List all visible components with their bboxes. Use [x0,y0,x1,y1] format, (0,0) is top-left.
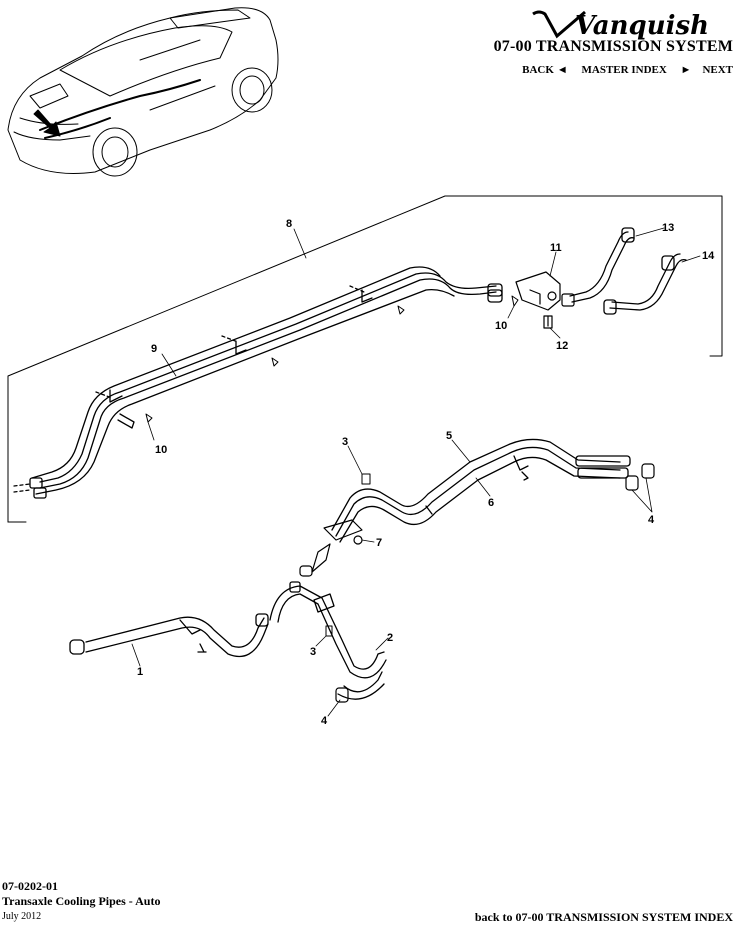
bolt-12[interactable] [543,315,553,329]
section-index-link[interactable]: back to 07-00 TRANSMISSION SYSTEM INDEX [474,910,733,924]
connector-block-11[interactable] [515,271,575,311]
callout-7: 7 [376,537,382,549]
callout-8: 8 [286,218,292,230]
callout-2: 2 [387,632,393,644]
fitting-3-lower[interactable] [325,625,333,637]
fitting-3-upper[interactable] [361,473,371,485]
page-name: Transaxle Cooling Pipes - Auto [2,894,161,908]
pipe-13[interactable] [569,227,635,303]
location-arrow-icon [33,109,61,137]
callout-3-upper: 3 [342,436,348,448]
next-link[interactable]: ►NEXT [680,64,733,76]
right-arrow-icon: ► [680,64,692,76]
section-title: 07-00 TRANSMISSION SYSTEM [493,38,733,55]
callout-1: 1 [137,666,143,678]
callout-labels: 8 9 10 10 11 12 13 14 3 5 6 4 7 2 3 1 4 [137,218,715,727]
pipe-1[interactable] [69,613,269,658]
navigation-bar: BACK◄ MASTER INDEX ►NEXT [506,64,733,76]
page-date: July 2012 [2,911,42,922]
vanquish-logo: Vanquish [532,10,709,41]
page-info: 07-0202-01 Transaxle Cooling Pipes - Aut… [2,879,160,925]
brand-name: Vanquish [575,11,709,41]
fitting-4-lower[interactable] [335,687,349,703]
back-link[interactable]: BACK◄ [522,64,568,76]
callout-12: 12 [556,340,568,352]
left-arrow-icon: ◄ [556,64,568,76]
page-code: 07-0202-01 [2,879,58,893]
pipe-5-6[interactable] [331,438,631,543]
callout-5: 5 [446,430,452,442]
callout-3-lower: 3 [310,646,316,658]
leader-lines [131,227,701,717]
master-index-link[interactable]: MASTER INDEX [581,64,667,76]
callout-10: 10 [155,444,167,456]
callout-10-upper: 10 [495,320,507,332]
pipe-8-9[interactable] [13,266,503,499]
callout-6: 6 [488,497,494,509]
car-illustration [7,7,279,177]
fastener-10[interactable] [145,295,519,423]
callout-4-lower: 4 [321,715,328,727]
pipe-2[interactable] [269,581,387,700]
callout-9: 9 [151,343,157,355]
clip-7[interactable] [299,519,363,577]
callout-4-right: 4 [648,514,655,526]
pipe-14[interactable] [603,253,687,315]
callout-14: 14 [702,250,715,262]
callout-13: 13 [662,222,674,234]
callout-11: 11 [550,242,562,254]
fitting-4-right[interactable] [625,463,655,491]
